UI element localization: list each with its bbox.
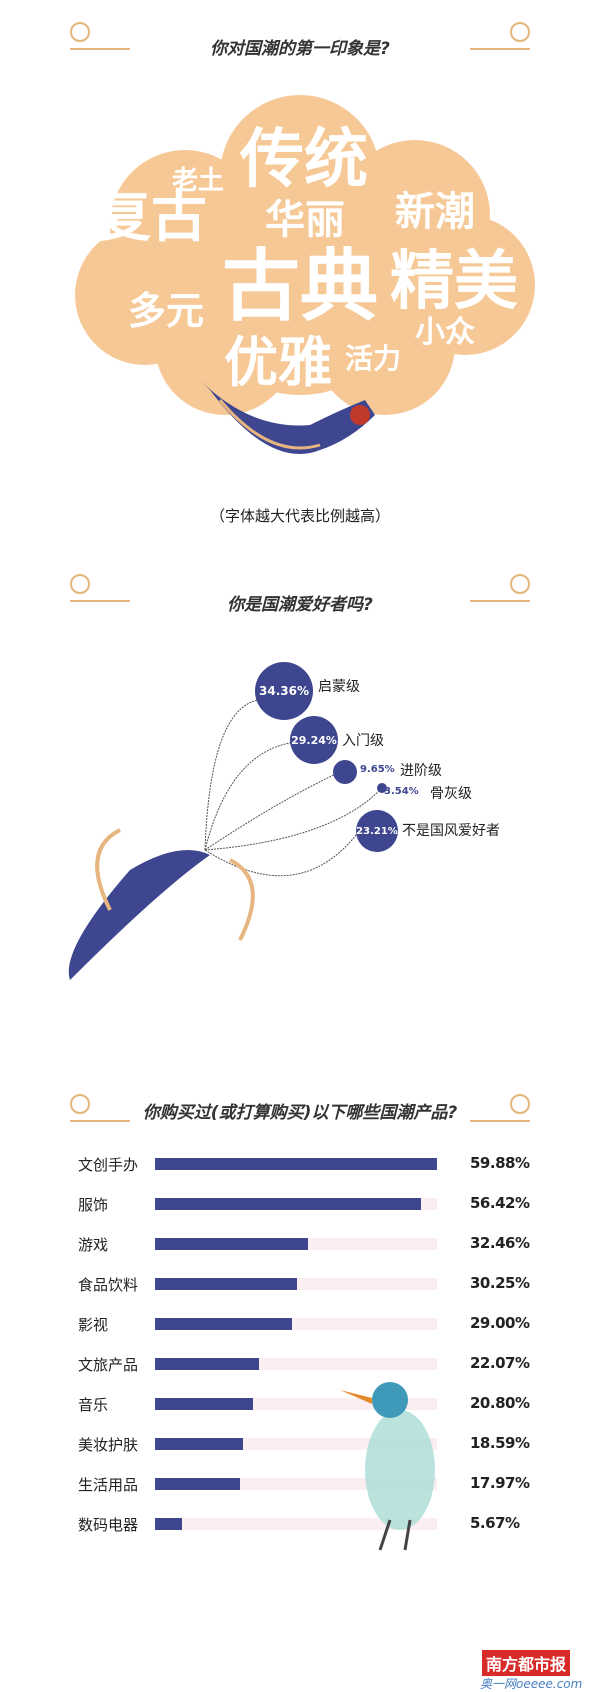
word-chuantong: 传统 [240,123,368,197]
bar-category-label: 文创手办 [78,1156,139,1174]
bar-value-label: 59.88% [470,1154,530,1172]
bar-track [155,1198,437,1210]
label-not-fan: 不是国风爱好者 [402,823,500,839]
bubble-rumen: 29.24% [290,716,338,764]
bar-category-label: 影视 [78,1316,109,1334]
word-duoyuan: 多元 [128,289,205,333]
section2-title: 你是国潮爱好者吗? [227,595,373,615]
bar-category-label: 数码电器 [78,1516,139,1534]
bar-row: 美妆护肤 18.59% [0,1432,600,1456]
swallow-illustration [200,380,375,454]
bar-value-label: 22.07% [470,1354,530,1372]
cloud-ornament-icon [470,1094,530,1122]
bar-category-label: 食品饮料 [78,1276,139,1294]
bar-track [155,1358,437,1370]
bar-track [155,1238,437,1250]
bar-track [155,1518,437,1530]
bar-track [155,1158,437,1170]
bar [155,1358,259,1370]
bar-value-label: 56.42% [470,1194,530,1212]
bar-category-label: 服饰 [78,1196,109,1214]
bar-value-label: 29.00% [470,1314,530,1332]
bar-value-label: 32.46% [470,1234,530,1252]
cloud-ornament-icon [70,574,130,602]
chart-title: 你购买过(或打算购买)以下哪些国潮产品? [142,1103,458,1123]
bar-value-label: 17.97% [470,1474,530,1492]
word-jingmei: 精美 [390,245,518,319]
bar-category-label: 生活用品 [78,1476,139,1494]
bar-category-label: 游戏 [78,1236,109,1254]
bar [155,1438,243,1450]
bubble-connectors [68,699,381,980]
bar-row: 文创手办 59.88% [0,1152,600,1176]
bar [155,1398,253,1410]
cloud-ornament-icon [470,574,530,602]
bar-category-label: 文旅产品 [78,1356,139,1374]
cloud-ornament-icon [70,22,130,50]
bar-row: 音乐 20.80% [0,1392,600,1416]
label-jinjie: 进阶级 [400,763,442,779]
bubble-jinjie [333,760,357,784]
bar [155,1158,437,1170]
bar-row: 数码电器 5.67% [0,1512,600,1536]
bar [155,1198,421,1210]
section1-title: 你对国潮的第一印象是? [210,39,390,59]
bubble-guhui [377,783,387,793]
value-guhui: 3.54% [384,786,419,797]
bar [155,1278,298,1290]
label-guhui: 骨灰级 [430,786,472,802]
bubble-not-fan: 23.21% [356,810,398,852]
caption: （字体越大代表比例越高） [209,507,390,525]
bar [155,1478,240,1490]
cloud-ornament-icon [470,22,530,50]
label-rumen: 入门级 [342,733,384,749]
newspaper-logo: 南方都市报 [482,1650,571,1676]
bar-category-label: 美妆护肤 [78,1436,139,1454]
bar-track [155,1438,437,1450]
label-qimeng: 启蒙级 [318,679,360,695]
bar-value-label: 20.80% [470,1394,530,1412]
site-logo: 奥一网oeeee.com [480,1677,583,1691]
word-xinchao: 新潮 [395,189,475,235]
bar-value-label: 18.59% [470,1434,530,1452]
bar-track [155,1318,437,1330]
bar-row: 生活用品 17.97% [0,1472,600,1496]
bar-row: 服饰 56.42% [0,1192,600,1216]
word-huoli: 活力 [345,342,402,375]
word-youya: 优雅 [224,331,332,394]
word-laotu: 老土 [172,166,225,196]
bar [155,1518,182,1530]
bar-value-label: 30.25% [470,1274,530,1292]
bar-track [155,1278,437,1290]
word-xiaozhong: 小众 [415,315,475,350]
bar-row: 影视 29.00% [0,1312,600,1336]
word-fugu: 复古 [95,185,207,250]
word-cloud-shape [75,95,535,415]
bar-value-label: 5.67% [470,1514,520,1532]
bubble-qimeng: 34.36% [255,662,313,720]
value-jinjie: 9.65% [360,764,395,775]
cloud-ornament-icon [70,1094,130,1122]
bar-row: 食品饮料 30.25% [0,1272,600,1296]
bar-row: 文旅产品 22.07% [0,1352,600,1376]
word-gudian: 古典 [222,242,379,332]
bar [155,1318,292,1330]
bar-category-label: 音乐 [78,1396,109,1414]
bar-row: 游戏 32.46% [0,1232,600,1256]
word-huali: 华丽 [265,197,345,243]
bar [155,1238,308,1250]
kingfisher-illustration [340,1382,435,1551]
